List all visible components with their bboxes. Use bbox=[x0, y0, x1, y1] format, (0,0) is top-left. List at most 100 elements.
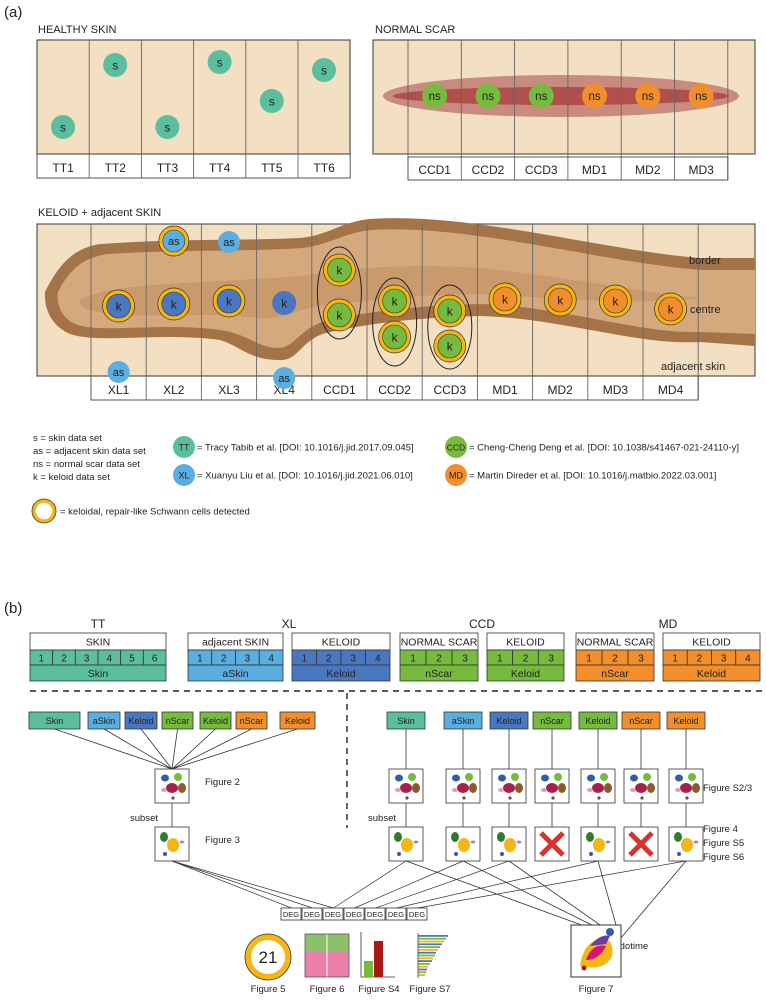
keloid-dot-label: k bbox=[336, 308, 343, 322]
normal-scar-dot: ns bbox=[582, 83, 608, 109]
skin-dot: s bbox=[103, 53, 128, 77]
cluster-blob bbox=[589, 852, 593, 856]
figure-s5-label: Figure S5 bbox=[703, 838, 744, 849]
sample-number: 1 bbox=[39, 654, 45, 665]
connector bbox=[171, 728, 178, 770]
condition-chip bbox=[28, 711, 81, 730]
bottom-figure-label: Figure S4 bbox=[358, 984, 399, 995]
subgroup-label: KELOID bbox=[506, 637, 545, 649]
cluster-blob bbox=[675, 788, 681, 792]
excluded-thumb bbox=[623, 826, 659, 862]
keloid-lane-label: MD3 bbox=[603, 383, 629, 397]
keloid-lane-label: CCD1 bbox=[323, 383, 356, 397]
keloid-dot: k bbox=[378, 284, 411, 318]
cluster-blob bbox=[592, 783, 604, 793]
scar-lane-label: CCD3 bbox=[525, 163, 558, 177]
sample-number: 4 bbox=[107, 654, 113, 665]
figure-3-label: Figure 3 bbox=[205, 835, 240, 846]
legend-tt-abbr: TT bbox=[179, 443, 190, 453]
cluster-blob bbox=[451, 832, 459, 842]
subgroup-label: KELOID bbox=[692, 637, 731, 649]
fig7-blob bbox=[586, 945, 606, 960]
adjacent-skin-dot-label: as bbox=[113, 367, 125, 379]
cluster-blob bbox=[586, 832, 594, 842]
legend-xl-abbr: XL bbox=[178, 471, 189, 481]
ccd-pair-outline bbox=[427, 284, 473, 370]
sample-number: 4 bbox=[375, 654, 381, 665]
keloid-lane-label: CCD2 bbox=[378, 383, 411, 397]
keloid-dot: k bbox=[323, 298, 356, 332]
keloid-dot: k bbox=[378, 320, 411, 354]
fig7-dot bbox=[606, 928, 614, 936]
thumb-frame bbox=[154, 826, 190, 862]
normal-scar-dot: ns bbox=[422, 83, 448, 109]
skin-dot-circle bbox=[312, 58, 336, 82]
deg-box-label: DEG bbox=[283, 910, 299, 919]
keloid-dot-circle bbox=[658, 296, 683, 322]
normal-scar-dot: ns bbox=[528, 83, 554, 109]
cluster-blob bbox=[677, 852, 681, 856]
keloid-lane-label: CCD3 bbox=[433, 383, 466, 397]
normal-scar-dot-circle bbox=[422, 83, 448, 109]
figure-2-label: Figure 2 bbox=[205, 777, 240, 788]
cluster-blob bbox=[511, 773, 519, 781]
figs7-bar bbox=[418, 935, 448, 937]
skin-dot-label: s bbox=[60, 120, 66, 134]
cluster-blob bbox=[167, 838, 179, 852]
keloid-dot: k bbox=[488, 282, 522, 316]
legend-tt-ref: = Tracy Tabib et al. [DOI: 10.1016/j.jid… bbox=[197, 443, 414, 454]
condition-name: nScar bbox=[425, 668, 453, 680]
figure-4-label: Figure 4 bbox=[703, 824, 738, 835]
cluster-blob bbox=[458, 838, 470, 852]
legend-ring bbox=[32, 499, 56, 523]
connector bbox=[375, 860, 510, 909]
legend-ring-outline bbox=[31, 498, 57, 524]
normal-scar-dot-label: ns bbox=[642, 91, 654, 103]
excluded-thumb bbox=[534, 826, 570, 862]
condition-chip bbox=[386, 711, 426, 730]
subgroup-label: NORMAL SCAR bbox=[401, 637, 478, 649]
normal-scar-dot-circle bbox=[688, 83, 714, 109]
figs7-bar bbox=[418, 943, 442, 946]
subgroup-label: KELOID bbox=[322, 637, 361, 649]
label-row bbox=[90, 375, 699, 401]
figs4-bar bbox=[364, 961, 373, 977]
sample-number: 2 bbox=[523, 654, 529, 665]
normal-scar-dot-circle bbox=[528, 83, 554, 109]
cross-icon bbox=[539, 831, 565, 857]
legend: s = skin data set as = adjacent skin dat… bbox=[31, 433, 739, 524]
condition-chip bbox=[235, 711, 268, 730]
condition-chip-label: Keloid bbox=[203, 716, 228, 726]
normal-scar-dot-label: ns bbox=[535, 91, 547, 103]
figs7-bar bbox=[418, 957, 433, 960]
subset-thumb bbox=[388, 826, 424, 862]
keloid-title: KELOID + adjacent SKIN bbox=[38, 207, 161, 219]
sample-number: 3 bbox=[548, 654, 554, 665]
cluster-blob bbox=[692, 783, 700, 793]
keloid-dot-label: k bbox=[281, 296, 288, 310]
skin-dot-label: s bbox=[112, 58, 118, 72]
legend-ccd-dot bbox=[445, 436, 467, 458]
condition-chip bbox=[532, 711, 572, 730]
cluster-blob bbox=[558, 783, 566, 793]
keloid-dot: k bbox=[654, 292, 687, 326]
sample-number: 2 bbox=[612, 654, 618, 665]
legend-ccd-ref: = Cheng-Cheng Deng et al. [DOI: 10.1038/… bbox=[469, 443, 739, 454]
cluster-blob bbox=[554, 773, 562, 781]
overview-thumb bbox=[445, 768, 481, 804]
cluster-blob bbox=[503, 783, 515, 793]
skin-dot: s bbox=[51, 115, 75, 139]
condition-chip bbox=[621, 711, 661, 730]
legend-tt-dot bbox=[173, 436, 195, 458]
cluster-blob bbox=[452, 788, 458, 792]
cluster-blob bbox=[647, 783, 655, 793]
deg-box-label: DEG bbox=[346, 910, 362, 919]
healthy-lane-label: TT6 bbox=[313, 161, 335, 175]
cluster-blob bbox=[551, 796, 555, 800]
ccd-pair-outline bbox=[372, 277, 418, 367]
deg-box-label: DEG bbox=[388, 910, 404, 919]
cluster-blob bbox=[457, 783, 469, 793]
keloid-dot-circle bbox=[437, 333, 463, 359]
